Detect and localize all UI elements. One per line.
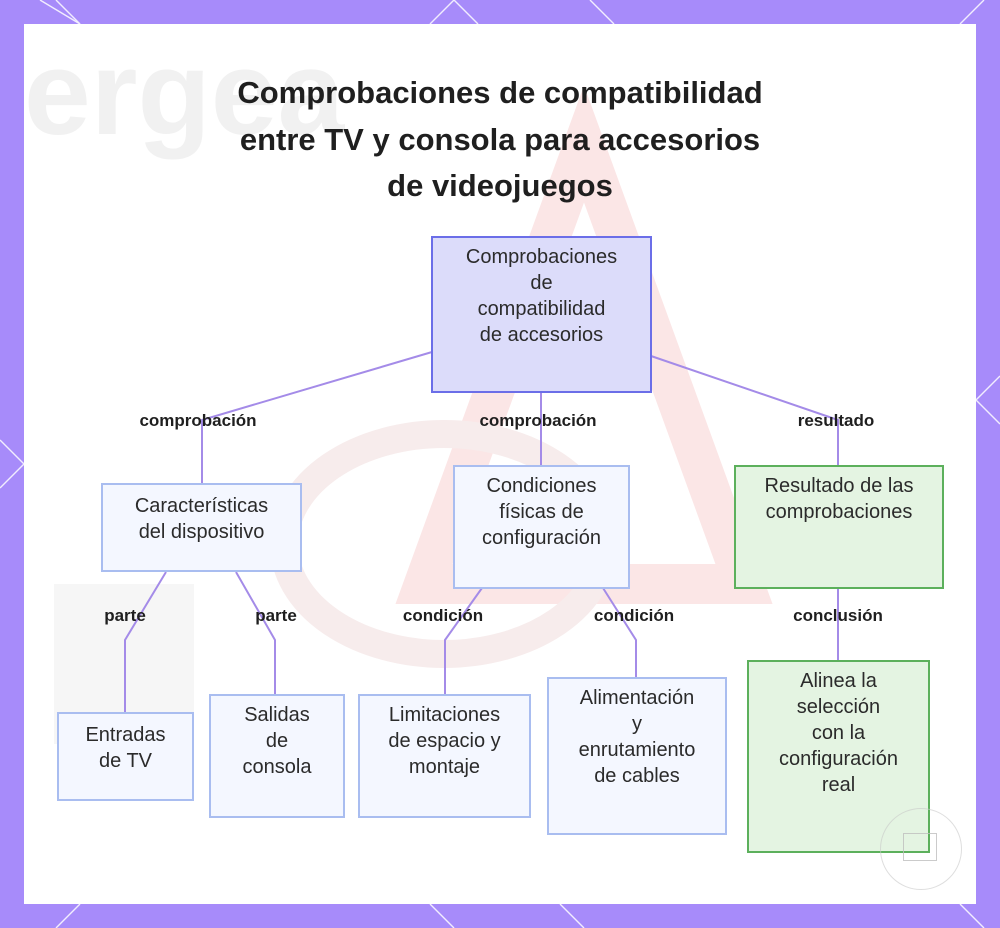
node-check-results: Resultado de las comprobaciones [734, 465, 944, 589]
edge-label-conclusion: conclusión [793, 606, 883, 625]
edge-label-result: resultado [797, 411, 875, 430]
edge-label-check-1: comprobación [139, 411, 257, 430]
edge-label-condition-1: condición [402, 606, 484, 625]
edge-label-part-2: parte [255, 606, 297, 625]
node-root: Comprobaciones de compatibilidad de acce… [431, 236, 652, 393]
edge-label-check-2: comprobación [479, 411, 597, 430]
node-physical-conditions: Condiciones físicas de configuración [453, 465, 630, 589]
edge-label-part-1: parte [104, 606, 146, 625]
diagram-title: Comprobaciones de compatibilidad entre T… [237, 75, 763, 203]
node-tv-inputs: Entradas de TV [57, 712, 194, 801]
node-console-outputs: Salidas de consola [209, 694, 345, 818]
node-space-limits: Limitaciones de espacio y montaje [358, 694, 531, 818]
logo-badge-icon [880, 808, 962, 890]
node-power-cables: Alimentación y enrutamiento de cables [547, 677, 727, 835]
node-device-features: Características del dispositivo [101, 483, 302, 572]
edge-label-condition-2: condición [593, 606, 675, 625]
